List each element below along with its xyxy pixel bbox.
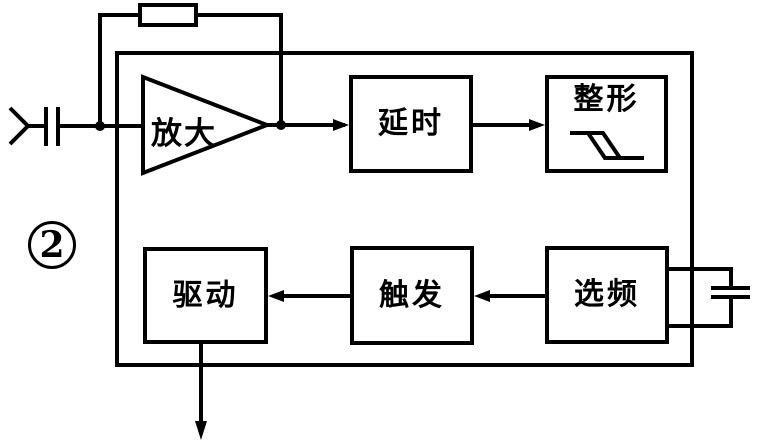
arrowhead-left-icon [268,290,284,302]
down-arrow-icon [195,421,207,440]
trigger-block: 触发 [350,246,474,345]
freq-select-block: 选频 [545,246,669,344]
wire-tank-top [668,267,733,286]
main-enclosure-box [115,51,694,367]
opamp-triangle-icon [141,74,273,176]
shaping-label: 整形 [573,83,640,116]
input-terminal-icon [8,106,31,146]
junction-dot [276,120,286,130]
shaping-block: 整形 [545,75,668,173]
resistor-icon [138,3,198,27]
slope-step-waveform-icon [586,131,644,160]
arrowhead-left-icon [474,290,490,302]
slope-step-waveform-icon [570,131,622,160]
delay-block: 延时 [349,75,473,173]
freq-select-label: 选频 [574,278,640,311]
amplifier-label: 放大 [151,116,217,151]
wire-tank-bottom [668,299,733,328]
arrowhead-right-icon [333,119,349,131]
delay-label: 延时 [378,107,444,140]
drive-block: 驱动 [143,247,268,344]
wire-feedback-left [98,13,140,126]
junction-dot [95,121,105,131]
trigger-label: 触发 [379,278,445,312]
arrowhead-right-icon [529,119,545,131]
figure-number-badge: 2 [28,221,76,269]
drive-label: 驱动 [172,278,239,312]
wire-feedback-right [196,13,283,123]
